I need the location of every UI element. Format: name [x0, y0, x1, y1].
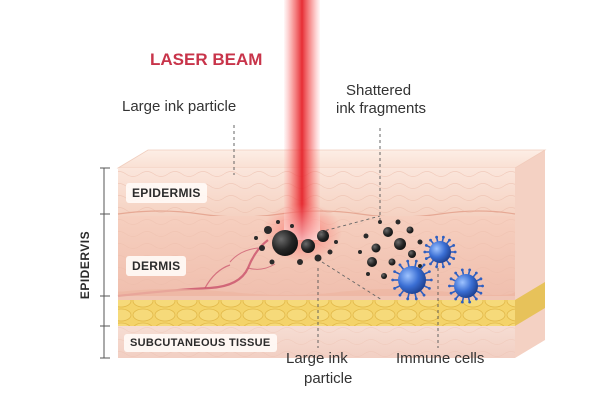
label-shattered-line2: ink fragments	[336, 100, 427, 117]
immune-cells	[391, 235, 484, 304]
label-large-ink-particle-bottom-line1: Large ink	[286, 350, 348, 367]
label-epidermis: EPIDERMIS	[126, 183, 207, 203]
label-immune-cells: Immune cells	[396, 350, 485, 367]
immune-cell	[423, 235, 457, 269]
immune-cell	[448, 268, 484, 304]
skin-side-face	[515, 150, 545, 358]
label-large-ink-particle-bottom-line2: particle	[304, 370, 353, 387]
laser-beam-title: LASER BEAM	[150, 50, 263, 69]
label-dermis: DERMIS	[126, 256, 187, 276]
large-ink-particle-cluster	[254, 220, 338, 265]
label-large-ink-particle-top: Large ink particle	[122, 98, 237, 115]
label-subcutaneous: SUBCUTANEOUS TISSUE	[124, 334, 277, 352]
label-shattered-line1: Shattered	[346, 82, 412, 99]
immune-cell	[391, 259, 433, 301]
skin-top-surface	[116, 149, 547, 169]
shattered-ink-fragments	[358, 219, 423, 279]
layer-bracket	[100, 167, 110, 359]
side-label: EPIDERVIS	[78, 230, 92, 300]
